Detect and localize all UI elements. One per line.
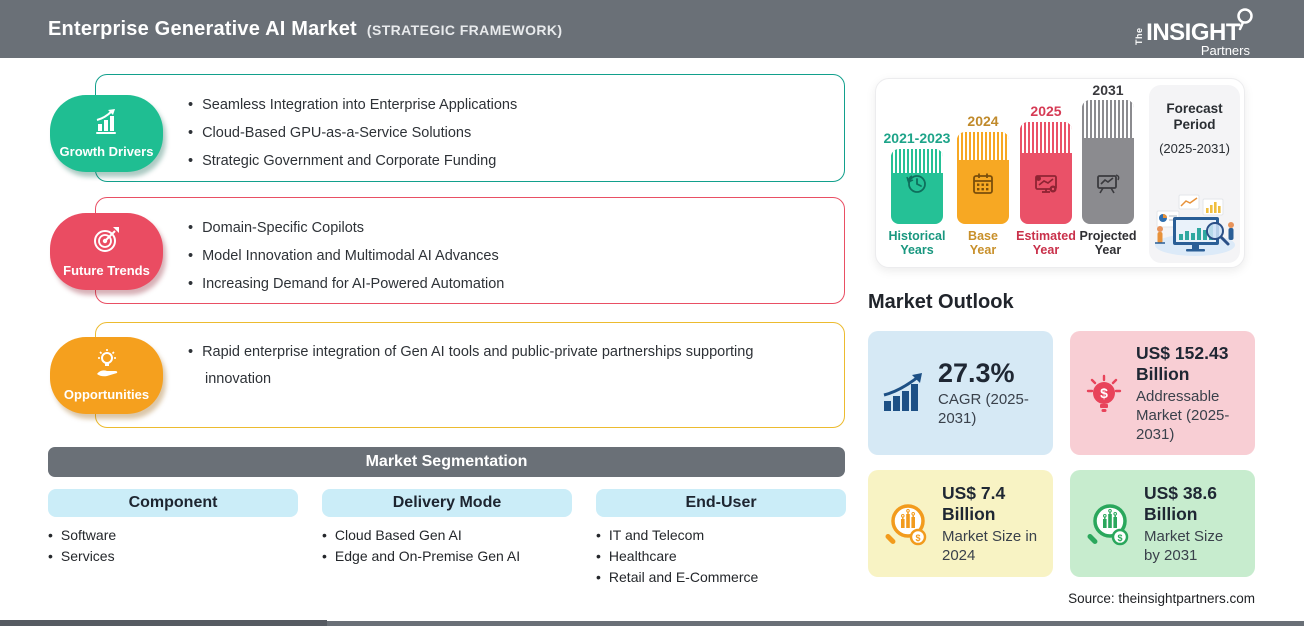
calendar-icon — [970, 171, 996, 202]
market-size-2031-desc: Market Size by 2031 — [1144, 527, 1224, 564]
monitor-gear-icon — [1032, 171, 1060, 202]
magnifier-chart-icon-green: $ — [1087, 503, 1129, 545]
timeline-chart-panel: 2021-2023 2024 2025 2031 — [875, 78, 1245, 268]
base-year-bar — [957, 132, 1009, 224]
opportunities-label: Opportunities — [63, 387, 150, 402]
future-trends-list: Domain-Specific Copilots Model Innovatio… — [188, 214, 808, 298]
market-segmentation-title: Market Segmentation — [365, 453, 528, 470]
growth-drivers-box: Seamless Integration into Enterprise App… — [95, 74, 845, 182]
growth-drivers-label: Growth Drivers — [59, 144, 154, 159]
source-text: Source: theinsightpartners.com — [1068, 591, 1255, 606]
list-item: Domain-Specific Copilots — [188, 214, 808, 242]
year-label: 2024 — [967, 113, 999, 129]
end-user-list: IT and Telecom Healthcare Retail and E-C… — [596, 525, 758, 588]
magnifier-chart-icon-orange: $ — [885, 503, 927, 545]
list-item: IT and Telecom — [596, 525, 758, 546]
forecast-period-range: (2025-2031) — [1159, 141, 1230, 156]
analytics-illustration-icon — [1155, 194, 1235, 256]
logo-insight-text: INSIGHT — [1146, 19, 1240, 46]
market-size-2031-card: $ US$ 38.6 Billion Market Size by 2031 — [1070, 470, 1255, 577]
growth-drivers-list: Seamless Integration into Enterprise App… — [188, 91, 808, 175]
list-item: Rapid enterprise integration of Gen AI t… — [188, 339, 788, 393]
historical-years-bar — [891, 149, 943, 224]
projected-year-bar — [1082, 100, 1134, 224]
list-item: Seamless Integration into Enterprise App… — [188, 91, 808, 119]
header-titles: Enterprise Generative AI Market (STRATEG… — [48, 18, 562, 41]
magnifier-icon — [1234, 8, 1256, 37]
addressable-market-card: $ US$ 152.43 Billion Addressable Market … — [1070, 331, 1255, 455]
idea-hand-icon — [91, 349, 123, 384]
insight-partners-logo: The INSIGHT Partners — [1134, 8, 1256, 58]
page-subtitle: (STRATEGIC FRAMEWORK) — [366, 21, 563, 38]
svg-text:$: $ — [1117, 533, 1122, 543]
list-item: Services — [48, 546, 116, 567]
header-bar: Enterprise Generative AI Market (STRATEG… — [0, 0, 1304, 58]
growth-drivers-pill: Growth Drivers — [50, 95, 163, 172]
delivery-mode-list: Cloud Based Gen AI Edge and On-Premise G… — [322, 525, 520, 567]
presentation-icon — [1094, 171, 1122, 202]
estimated-year-bar — [1020, 122, 1072, 224]
segment-header-end-user: End-User — [596, 489, 846, 517]
segment-header-delivery-mode: Delivery Mode — [322, 489, 572, 517]
list-item: Cloud-Based GPU-as-a-Service Solutions — [188, 119, 808, 147]
market-size-2024-desc: Market Size in 2024 — [942, 527, 1038, 564]
svg-text:$: $ — [915, 533, 920, 543]
bulb-dollar-icon: $ — [1086, 374, 1122, 412]
growth-chart-icon — [91, 108, 123, 141]
bar-stripes — [1082, 100, 1134, 138]
cagr-value: 27.3% — [938, 358, 1015, 388]
list-item: Software — [48, 525, 116, 546]
target-icon — [91, 225, 123, 260]
list-item: Model Innovation and Multimodal AI Advan… — [188, 242, 808, 270]
year-label: 2031 — [1092, 82, 1124, 98]
year-label: 2025 — [1030, 103, 1062, 119]
addressable-market-value: US$ 152.43 Billion — [1136, 342, 1229, 384]
list-item: Edge and On-Premise Gen AI — [322, 546, 520, 567]
cagr-card: 27.3% CAGR (2025-2031) — [868, 331, 1053, 455]
list-item: Healthcare — [596, 546, 758, 567]
year-label: 2021-2023 — [883, 130, 951, 146]
opportunities-box: Rapid enterprise integration of Gen AI t… — [95, 322, 845, 428]
future-trends-box: Domain-Specific Copilots Model Innovatio… — [95, 197, 845, 304]
list-item: Increasing Demand for AI-Powered Automat… — [188, 270, 808, 298]
clock-history-icon — [904, 171, 930, 202]
logo-the-text: The — [1134, 27, 1145, 45]
bar-stripes — [957, 132, 1009, 160]
logo-partners-text: Partners — [1200, 43, 1250, 58]
bar-stripes — [891, 149, 943, 173]
market-outlook-title: Market Outlook — [868, 291, 1014, 313]
opportunities-list: Rapid enterprise integration of Gen AI t… — [188, 339, 788, 393]
market-size-2024-value: US$ 7.4 Billion — [942, 482, 1006, 524]
addressable-market-desc: Addressable Market (2025-2031) — [1136, 387, 1230, 443]
component-list: Software Services — [48, 525, 116, 567]
bottom-strip-right — [327, 621, 1304, 626]
bottom-strip-left — [0, 620, 327, 626]
market-segmentation-bar: Market Segmentation — [48, 447, 845, 477]
bar-stripes — [1020, 122, 1072, 153]
market-size-2031-value: US$ 38.6 Billion — [1144, 482, 1217, 524]
page-title: Enterprise Generative AI Market — [48, 17, 357, 40]
list-item: Strategic Government and Corporate Fundi… — [188, 147, 808, 175]
list-item: Retail and E-Commerce — [596, 567, 758, 588]
svg-text:$: $ — [1100, 385, 1108, 401]
segment-header-component: Component — [48, 489, 298, 517]
future-trends-pill: Future Trends — [50, 213, 163, 290]
cagr-desc: CAGR (2025-2031) — [938, 391, 1029, 427]
future-trends-label: Future Trends — [63, 263, 150, 278]
opportunities-pill: Opportunities — [50, 337, 163, 414]
list-item: Cloud Based Gen AI — [322, 525, 520, 546]
cagr-chart-icon — [883, 373, 922, 411]
market-size-2024-card: $ US$ 7.4 Billion Market Size in 2024 — [868, 470, 1053, 577]
